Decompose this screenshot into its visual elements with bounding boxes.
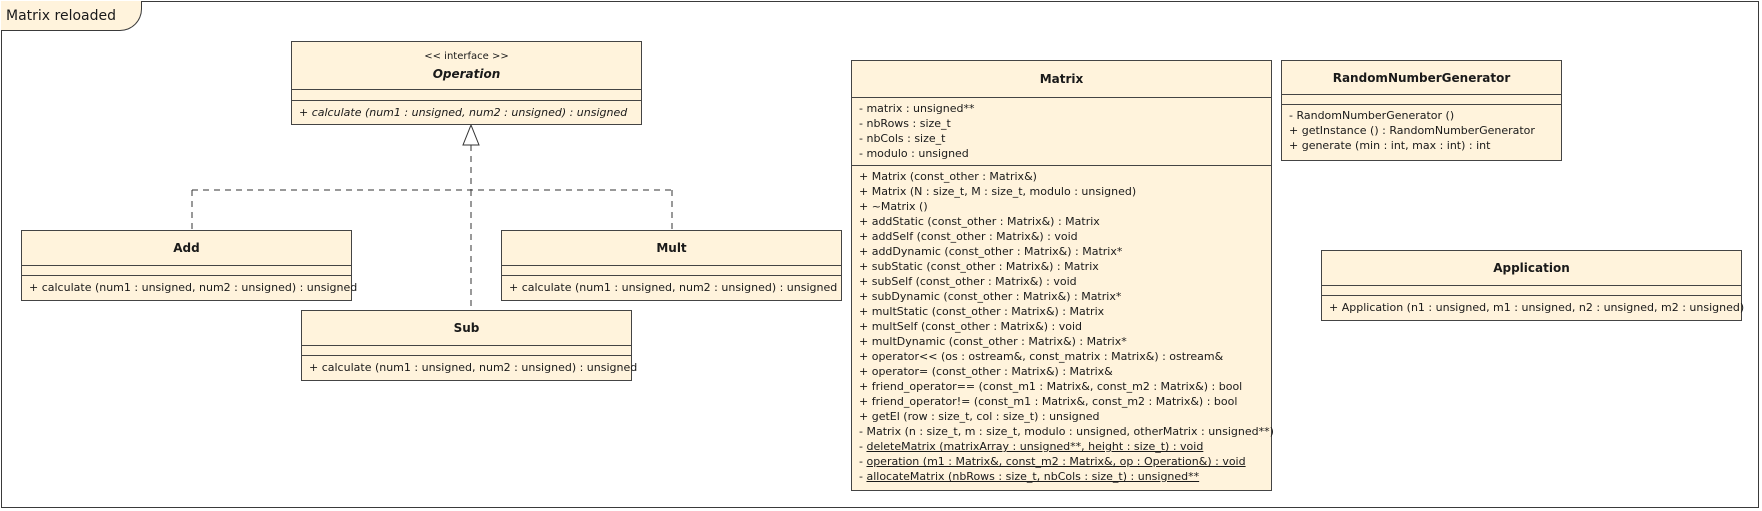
method-line: + getEl (row : size_t, col : size_t) : u…	[859, 410, 1100, 423]
class-add[interactable]: Add + calculate (num1 : unsigned, num2 :…	[21, 230, 358, 301]
method-line: + subSelf (const_other : Matrix&) : void	[859, 275, 1077, 288]
method-line: + addSelf (const_other : Matrix&) : void	[859, 230, 1078, 243]
method-line: + subStatic (const_other : Matrix&) : Ma…	[859, 260, 1099, 273]
class-sub-name: Sub	[453, 321, 480, 335]
method-line: + calculate (num1 : unsigned, num2 : uns…	[509, 281, 838, 294]
static-method-line: - deleteMatrix (matrixArray : unsigned**…	[859, 439, 1264, 454]
class-application-methods: + Application (n1 : unsigned, m1 : unsig…	[1322, 296, 1745, 319]
class-application[interactable]: Application + Application (n1 : unsigned…	[1321, 250, 1745, 321]
static-method-signature: deleteMatrix (matrixArray : unsigned**, …	[866, 440, 1204, 453]
method-line: + calculate (num1 : unsigned, num2 : uns…	[299, 106, 628, 119]
class-sub[interactable]: Sub + calculate (num1 : unsigned, num2 :…	[301, 310, 638, 381]
attribute-line: - nbCols : size_t	[859, 132, 946, 145]
method-line: + Matrix (N : size_t, M : size_t, modulo…	[859, 185, 1137, 198]
class-operation-stereotype: << interface >>	[424, 50, 509, 62]
class-sub-attributes	[302, 346, 631, 356]
static-method-prefix: -	[859, 455, 867, 468]
class-rng-name: RandomNumberGenerator	[1332, 70, 1511, 85]
method-line: + addStatic (const_other : Matrix&) : Ma…	[859, 215, 1100, 228]
class-operation-attributes	[292, 90, 641, 101]
method-line: + operator= (const_other : Matrix&) : Ma…	[859, 365, 1113, 378]
method-line: - Matrix (n : size_t, m : size_t, modulo…	[859, 425, 1274, 438]
static-method-line: - allocateMatrix (nbRows : size_t, nbCol…	[859, 469, 1264, 484]
class-add-header: Add	[22, 231, 351, 266]
class-application-name: Application	[1493, 261, 1570, 275]
static-method-signature: allocateMatrix (nbRows : size_t, nbCols …	[866, 470, 1200, 483]
attribute-line: - nbRows : size_t	[859, 117, 951, 130]
class-sub-header: Sub	[302, 311, 631, 346]
class-rng-methods: - RandomNumberGenerator () + getInstance…	[1282, 105, 1561, 156]
class-add-name: Add	[173, 241, 200, 255]
class-mult-name: Mult	[656, 241, 687, 255]
class-matrix[interactable]: Matrix - matrix : unsigned** - nbRows : …	[851, 60, 1274, 491]
diagram-frame-tab: Matrix reloaded	[1, 1, 142, 31]
class-operation-header: << interface >> Operation	[292, 42, 641, 90]
method-line: + friend_operator== (const_m1 : Matrix&,…	[859, 380, 1243, 393]
class-matrix-attributes: - matrix : unsigned** - nbRows : size_t …	[852, 98, 1271, 166]
class-operation[interactable]: << interface >> Operation + calculate (n…	[291, 41, 642, 125]
static-method-line: - operation (m1 : Matrix&, const_m2 : Ma…	[859, 454, 1264, 469]
static-method-signature: operation (m1 : Matrix&, const_m2 : Matr…	[866, 455, 1246, 468]
class-mult-header: Mult	[502, 231, 841, 266]
class-mult[interactable]: Mult + calculate (num1 : unsigned, num2 …	[501, 230, 842, 301]
method-line: + generate (min : int, max : int) : int	[1289, 139, 1491, 152]
method-line: - RandomNumberGenerator ()	[1289, 109, 1455, 122]
class-rng-attributes	[1282, 95, 1561, 105]
method-line: + calculate (num1 : unsigned, num2 : uns…	[29, 281, 358, 294]
method-line: + addDynamic (const_other : Matrix&) : M…	[859, 245, 1123, 258]
class-random-number-generator[interactable]: RandomNumberGenerator - RandomNumberGene…	[1281, 60, 1562, 161]
class-matrix-header: Matrix	[852, 61, 1271, 98]
method-line: + multStatic (const_other : Matrix&) : M…	[859, 305, 1105, 318]
class-matrix-name: Matrix	[1039, 72, 1084, 86]
class-operation-name: Operation	[432, 66, 501, 81]
class-mult-methods: + calculate (num1 : unsigned, num2 : uns…	[502, 276, 841, 299]
method-line: + ~Matrix ()	[859, 200, 928, 213]
class-add-methods: + calculate (num1 : unsigned, num2 : uns…	[22, 276, 358, 299]
static-method-prefix: -	[859, 440, 867, 453]
method-line: + friend_operator!= (const_m1 : Matrix&,…	[859, 395, 1238, 408]
method-line: + subDynamic (const_other : Matrix&) : M…	[859, 290, 1122, 303]
diagram-title: Matrix reloaded	[6, 8, 117, 24]
method-line: + multDynamic (const_other : Matrix&) : …	[859, 335, 1127, 348]
class-sub-methods: + calculate (num1 : unsigned, num2 : uns…	[302, 356, 638, 379]
realization-arrowhead	[462, 123, 480, 146]
class-rng-header: RandomNumberGenerator	[1282, 61, 1561, 95]
class-mult-attributes	[502, 266, 841, 276]
class-matrix-methods: + Matrix (const_other : Matrix&) + Matri…	[852, 166, 1274, 487]
class-application-attributes	[1322, 286, 1741, 296]
class-application-header: Application	[1322, 251, 1741, 286]
static-method-prefix: -	[859, 470, 867, 483]
method-line: + Matrix (const_other : Matrix&)	[859, 170, 1037, 183]
method-line: + operator<< (os : ostream&, const_matri…	[859, 350, 1224, 363]
class-add-attributes	[22, 266, 351, 276]
attribute-line: - modulo : unsigned	[859, 147, 969, 160]
attribute-line: - matrix : unsigned**	[859, 102, 975, 115]
method-line: + calculate (num1 : unsigned, num2 : uns…	[309, 361, 638, 374]
method-line: + getInstance () : RandomNumberGenerator	[1289, 124, 1535, 137]
class-operation-methods: + calculate (num1 : unsigned, num2 : uns…	[292, 101, 641, 124]
method-line: + Application (n1 : unsigned, m1 : unsig…	[1329, 301, 1745, 314]
method-line: + multSelf (const_other : Matrix&) : voi…	[859, 320, 1083, 333]
